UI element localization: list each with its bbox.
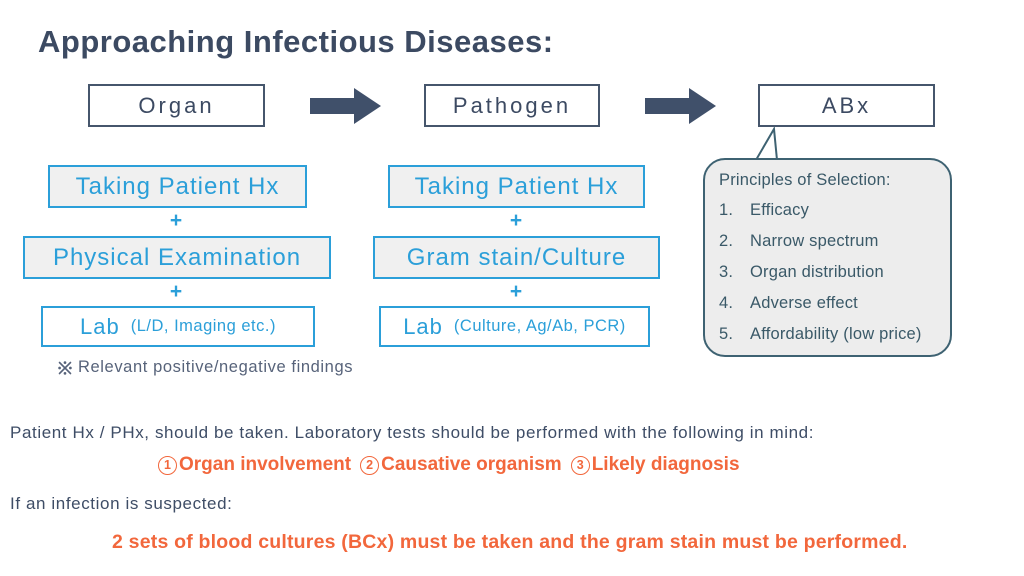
circled-number-3: 3 [570, 455, 590, 475]
highlight-considerations: 1 Organ involvement 2 Causative organism… [158, 454, 740, 476]
principles-item-number: 4. [719, 294, 734, 312]
flow-step-pathogen-label: Pathogen [452, 92, 572, 118]
circled-number-2: 2 [360, 455, 380, 475]
principles-item: 5. Affordability (low price) [719, 319, 938, 350]
organ-box-physical-exam-label: Physical Examination [52, 243, 302, 271]
arrow-right-icon [310, 88, 381, 124]
principles-item: 4. Adverse effect [719, 288, 938, 319]
organ-box-physical-exam: Physical Examination [23, 236, 331, 279]
highlight-item-label: Organ involvement [179, 454, 352, 475]
body-text-line-2: If an infection is suspected: [10, 494, 233, 513]
organ-box-patient-hx-label: Taking Patient Hx [75, 172, 280, 200]
flow-step-organ: Organ [88, 84, 265, 127]
highlight-item: 3 Likely diagnosis [570, 454, 740, 476]
footnote-text: Relevant positive/negative findings [78, 358, 354, 376]
organ-box-patient-hx: Taking Patient Hx [48, 165, 307, 208]
principles-title: Principles of Selection: [719, 171, 891, 189]
circled-number-1: 1 [158, 455, 177, 475]
highlight-blood-cultures: 2 sets of blood cultures (BCx) must be t… [112, 531, 908, 553]
flow-step-abx: ABx [758, 84, 935, 127]
flow-step-abx-label: ABx [821, 92, 872, 118]
principles-item-number: 3. [719, 263, 734, 281]
principles-item-label: Narrow spectrum [750, 232, 879, 250]
pathogen-box-patient-hx: Taking Patient Hx [388, 165, 645, 208]
principles-item: 1. Efficacy [719, 195, 938, 226]
plus-sign: + [169, 209, 183, 232]
reference-mark-icon [58, 360, 72, 375]
footnote: Relevant positive/negative findings [57, 358, 353, 377]
flow-step-pathogen: Pathogen [424, 84, 600, 127]
speech-bubble-tail [754, 127, 779, 161]
plus-sign: + [169, 280, 183, 303]
pathogen-lab-word: Lab [403, 313, 443, 339]
pathogen-box-gram-stain: Gram stain/Culture [373, 236, 660, 279]
principles-item-number: 2. [719, 232, 734, 250]
organ-box-lab: Lab (L/D, Imaging etc.) [41, 306, 315, 347]
principles-item: 2. Narrow spectrum [719, 226, 938, 257]
slide-title: Approaching Infectious Diseases: [38, 24, 554, 59]
principles-item-label: Adverse effect [750, 294, 858, 312]
plus-sign: + [509, 280, 523, 303]
highlight-item: 1 Organ involvement [158, 454, 351, 476]
principles-item-number: 5. [719, 325, 734, 343]
highlight-item-label: Causative organism [381, 454, 562, 475]
pathogen-box-gram-stain-label: Gram stain/Culture [406, 243, 627, 271]
organ-lab-detail: (L/D, Imaging etc.) [130, 317, 276, 335]
arrow-right-icon [645, 88, 716, 124]
pathogen-box-patient-hx-label: Taking Patient Hx [414, 172, 619, 200]
principles-item-label: Efficacy [750, 201, 810, 219]
highlight-item: 2 Causative organism [360, 454, 562, 476]
pathogen-box-lab: Lab (Culture, Ag/Ab, PCR) [379, 306, 650, 347]
principles-item-number: 1. [719, 201, 734, 219]
organ-lab-word: Lab [80, 313, 120, 339]
pathogen-lab-detail: (Culture, Ag/Ab, PCR) [453, 317, 626, 335]
flow-step-organ-label: Organ [138, 92, 215, 118]
body-text-line-1: Patient Hx / PHx, should be taken. Labor… [10, 423, 815, 442]
principles-item-label: Organ distribution [750, 263, 884, 281]
principles-item-label: Affordability (low price) [750, 325, 922, 343]
plus-sign: + [509, 209, 523, 232]
highlight-item-label: Likely diagnosis [591, 454, 740, 475]
principles-callout: Principles of Selection: 1. Efficacy 2. … [703, 158, 952, 357]
principles-item: 3. Organ distribution [719, 257, 938, 288]
